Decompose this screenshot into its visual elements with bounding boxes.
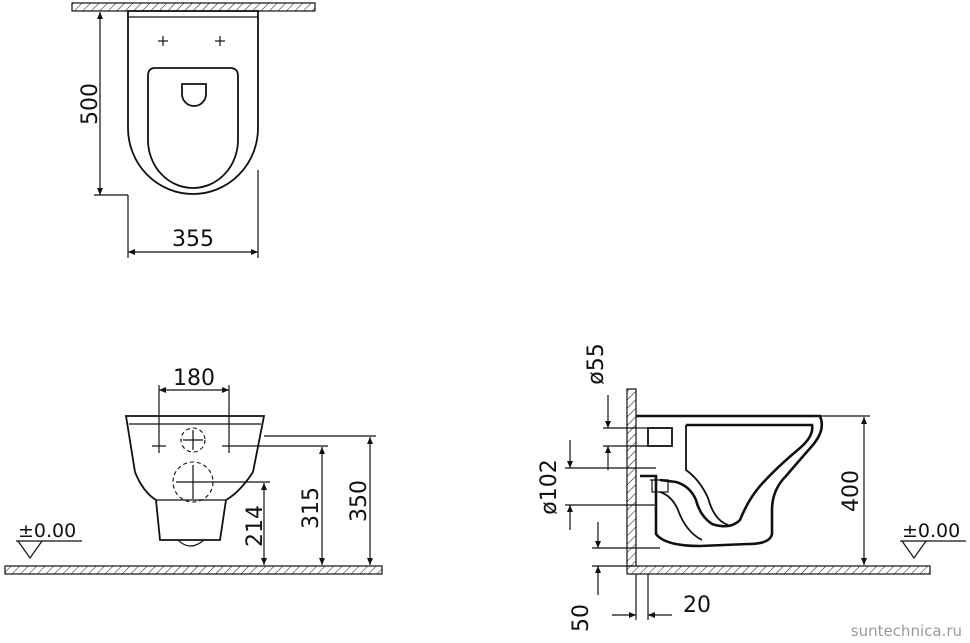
side-view: ø55 ø102 50 20 400 ±0.00 xyxy=(537,343,966,632)
wall-slab-side xyxy=(626,388,637,567)
wall-offset-label: 20 xyxy=(683,593,711,618)
flush-inlet-circle xyxy=(180,427,206,453)
height-a-label: 214 xyxy=(243,505,268,547)
spacing-label: 180 xyxy=(173,366,215,391)
height-b-label: 315 xyxy=(299,487,324,529)
fixing-block xyxy=(647,427,673,447)
rim-height-label: 400 xyxy=(839,470,864,512)
wall-slab-top xyxy=(71,2,316,12)
bowl-inner-side xyxy=(659,423,814,528)
outlet-top xyxy=(181,83,207,107)
bowl-outline-top xyxy=(127,10,259,195)
bowl-outline-front xyxy=(124,415,266,541)
height-c-label: 350 xyxy=(347,480,372,522)
bowl-outline-side xyxy=(636,414,824,548)
level-marker-icon xyxy=(900,540,966,560)
watermark: suntechnica.ru xyxy=(851,622,962,640)
level-label-front: ±0.00 xyxy=(18,520,76,542)
level-marker-icon xyxy=(16,540,82,560)
fixing-hole-icon xyxy=(152,439,236,453)
drain-diameter-label: ø102 xyxy=(537,459,562,514)
front-view: 180 214 315 350 ±0.00 xyxy=(4,366,383,575)
depth-label: 500 xyxy=(78,83,103,125)
level-label-side: ±0.00 xyxy=(902,520,960,542)
floor-slab-front xyxy=(4,565,383,575)
outlet-diameter-label: ø55 xyxy=(584,343,609,384)
floor-slab-side xyxy=(626,565,931,575)
top-view: 500 355 xyxy=(71,2,316,258)
width-label: 355 xyxy=(172,227,214,252)
seat-outline-top xyxy=(147,67,239,189)
fixing-hole-icon xyxy=(158,36,225,46)
bottom-offset-label: 50 xyxy=(569,604,594,632)
